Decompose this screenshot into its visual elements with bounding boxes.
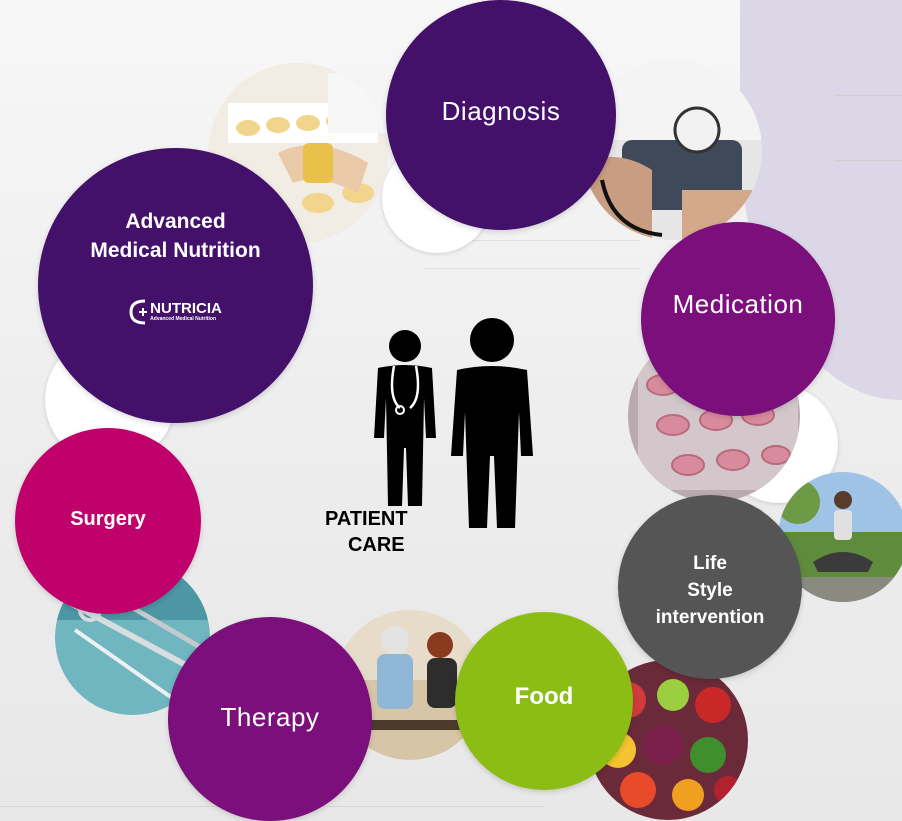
food-label: Food	[514, 683, 574, 710]
advanced-line2: Medical Nutrition	[90, 238, 261, 262]
divider	[400, 240, 640, 241]
surgery-label: Surgery	[70, 507, 146, 530]
patient-silhouette-icon	[451, 318, 533, 528]
advanced-medical-nutrition-bubble[interactable]: Advanced Medical Nutrition NUTRICIA Adva…	[38, 148, 313, 423]
lifestyle-line1: Life	[693, 552, 727, 574]
nutricia-logo-mark-icon	[129, 299, 148, 324]
divider	[425, 268, 640, 269]
diagnosis-label: Diagnosis	[441, 95, 561, 126]
divider	[835, 160, 902, 161]
lifestyle-bubble[interactable]: Life Style intervention	[618, 495, 802, 679]
nutricia-logo: NUTRICIA Advanced Medical Nutrition	[129, 299, 222, 325]
diagnosis-bubble[interactable]: Diagnosis	[386, 0, 616, 230]
food-bubble[interactable]: Food	[455, 612, 633, 790]
lifestyle-line2: Style	[687, 579, 733, 601]
doctor-silhouette-icon	[374, 330, 436, 506]
therapy-label: Therapy	[220, 701, 320, 732]
surgery-bubble[interactable]: Surgery	[15, 428, 201, 614]
nutricia-name: NUTRICIA	[150, 299, 222, 317]
center-caption-line2: CARE	[347, 534, 405, 556]
lifestyle-line3: intervention	[655, 606, 765, 628]
medication-label: Medication	[672, 288, 804, 319]
center-caption-line1: PATIENT	[325, 508, 408, 530]
therapy-bubble[interactable]: Therapy	[168, 617, 372, 821]
advanced-line1: Advanced	[125, 209, 226, 233]
center-caption: PATIENT CARE	[325, 506, 408, 558]
medication-bubble[interactable]: Medication	[641, 222, 835, 416]
divider	[835, 95, 902, 96]
nutricia-tagline: Advanced Medical Nutrition	[150, 315, 216, 322]
